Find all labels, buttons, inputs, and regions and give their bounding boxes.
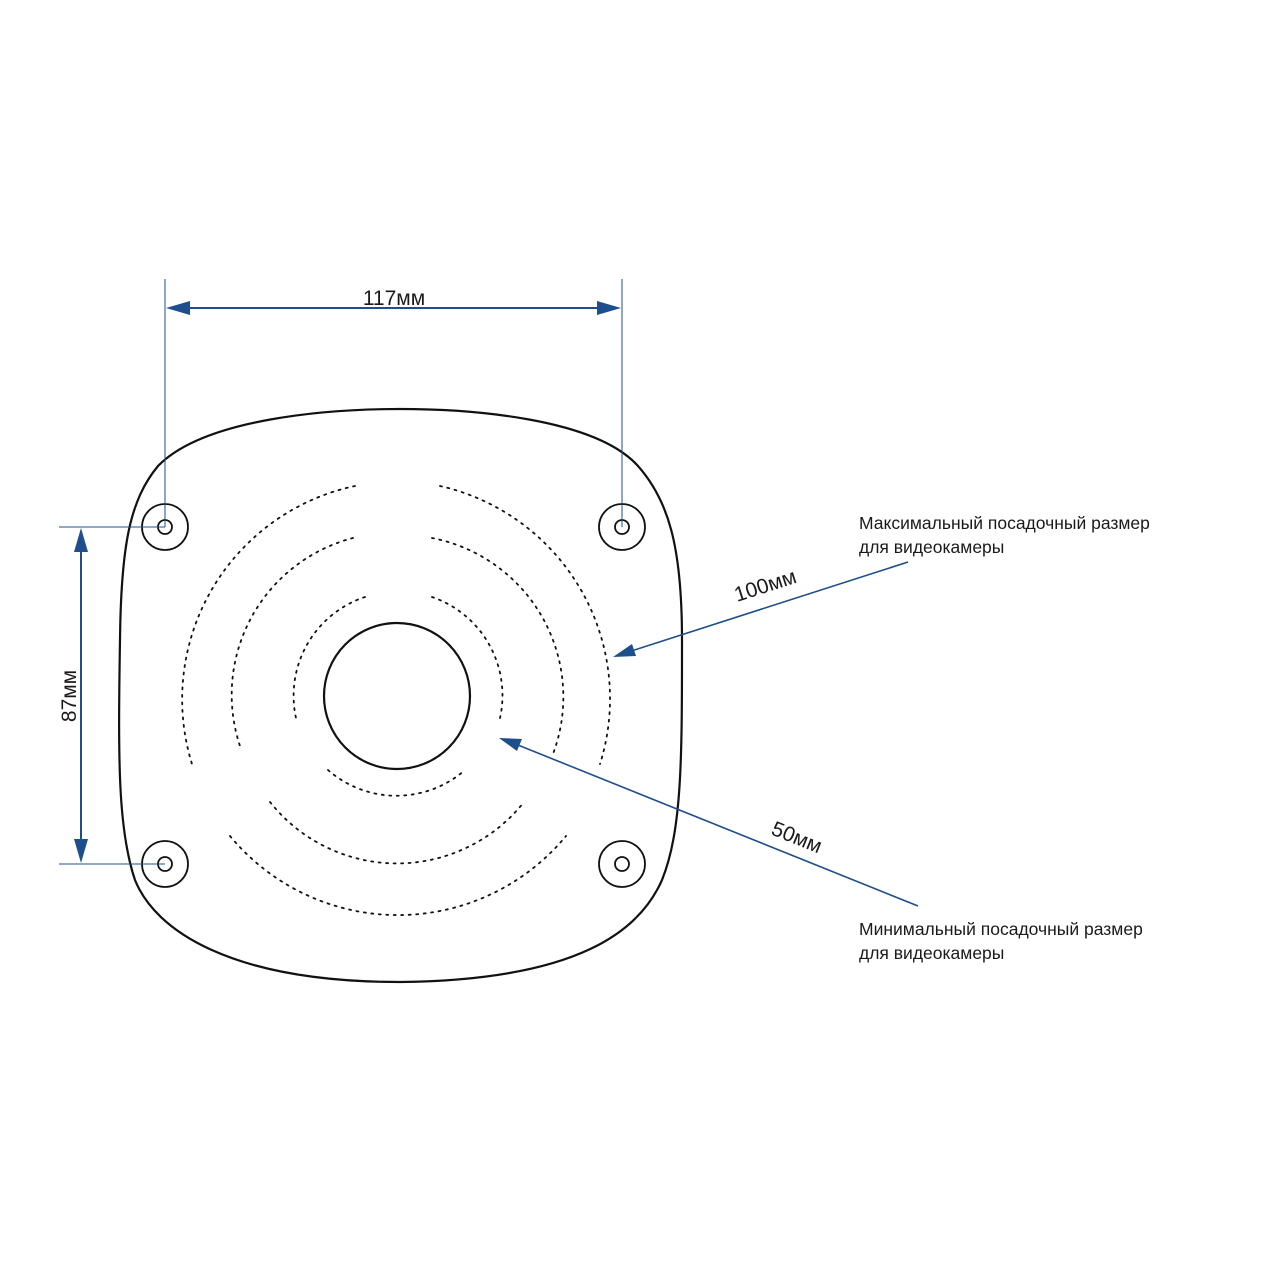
max-size-note-line1: Максимальный посадочный размер <box>859 513 1150 533</box>
plate-outline <box>118 407 684 984</box>
height-dimension: 87мм <box>58 526 165 865</box>
seating-ring-middle-left <box>230 537 354 747</box>
seating-ring-inner-right <box>431 596 504 719</box>
mounting-hole-bottom-right <box>598 840 646 888</box>
min-diameter-label: 50мм <box>768 817 825 858</box>
min-size-note-line2: для видеокамеры <box>859 943 1004 963</box>
max-diameter-arrow-icon <box>613 644 636 657</box>
cable-opening <box>322 621 472 771</box>
width-arrow-right-icon <box>597 301 621 315</box>
min-diameter-arrow-icon <box>499 738 522 751</box>
seating-ring-middle-right <box>431 537 565 755</box>
min-diameter-leader <box>507 740 919 907</box>
min-size-note-line1: Минимальный посадочный размер <box>859 919 1143 939</box>
max-diameter-leader <box>621 561 909 655</box>
height-label: 87мм <box>58 670 81 722</box>
seating-ring-inner-left <box>292 596 366 719</box>
width-label: 117мм <box>363 287 425 310</box>
width-arrow-left-icon <box>166 301 190 315</box>
seating-circles <box>181 485 611 916</box>
max-diameter-callout: 100мм <box>613 561 909 657</box>
seating-ring-middle-bottom <box>269 801 525 865</box>
height-arrow-bottom-icon <box>74 839 88 863</box>
height-arrow-top-icon <box>74 528 88 552</box>
max-size-note: Максимальный посадочный размер для видео… <box>859 513 1150 557</box>
seating-ring-inner-bottom <box>327 769 466 797</box>
max-size-note-line2: для видеокамеры <box>859 537 1004 557</box>
width-dimension: 117мм <box>164 279 623 527</box>
min-size-note: Минимальный посадочный размер для видеок… <box>859 919 1143 963</box>
seating-ring-outer-bottom <box>229 835 567 916</box>
seating-ring-outer-left <box>181 485 356 765</box>
min-diameter-callout: 50мм <box>499 738 919 907</box>
seating-ring-outer-right <box>439 485 611 765</box>
